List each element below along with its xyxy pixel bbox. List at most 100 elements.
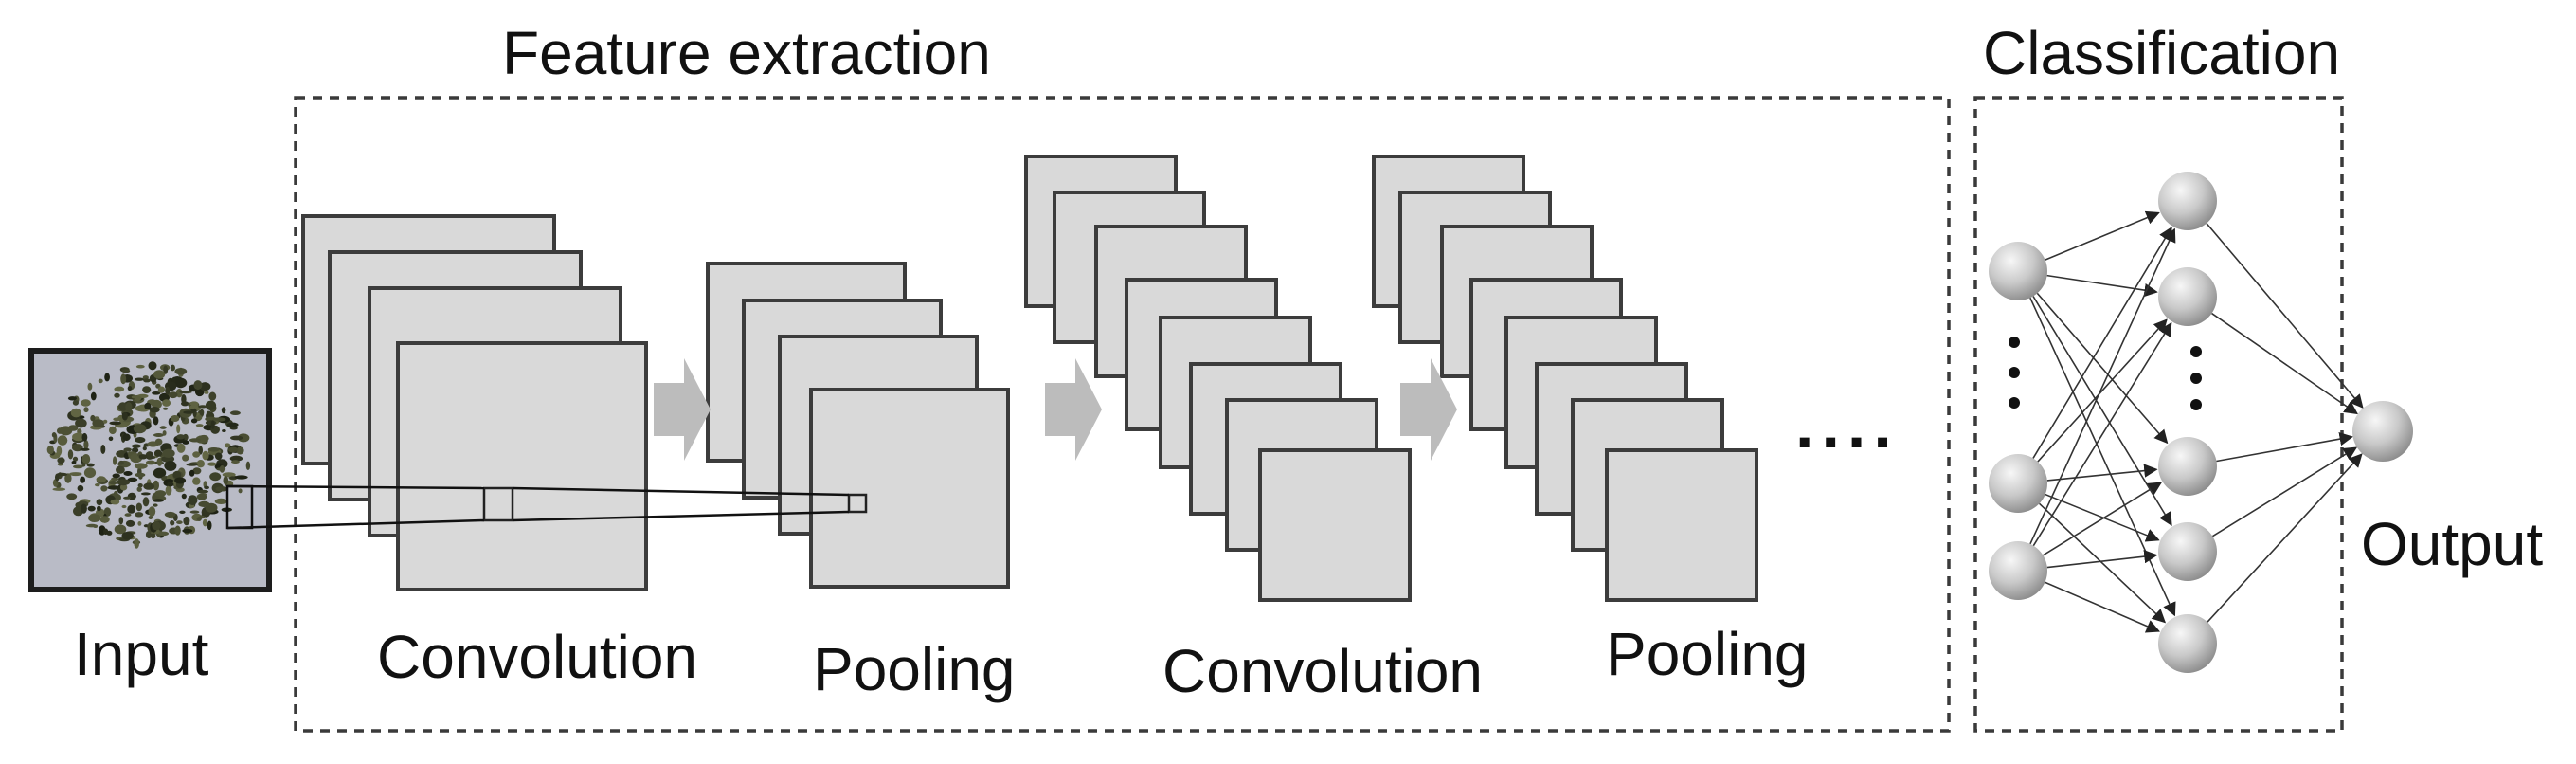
foliage-speck: [174, 477, 187, 484]
foliage-speck: [140, 492, 151, 496]
network-edge: [2032, 321, 2172, 547]
foliage-speck: [245, 461, 251, 470]
foliage-speck: [57, 435, 68, 446]
foliage-speck: [182, 454, 189, 462]
foliage-speck: [135, 512, 144, 518]
foliage-speck: [207, 447, 220, 452]
foliage-speck: [125, 519, 135, 527]
foliage-speck: [193, 380, 203, 391]
feature-extraction-title: Feature extraction: [502, 19, 991, 87]
foliage-speck: [197, 489, 209, 494]
foliage-speck: [134, 538, 139, 549]
foliage-speck: [152, 391, 161, 395]
foliage-speck: [176, 424, 181, 434]
foliage-speck: [158, 531, 170, 537]
foliage-speck: [121, 504, 127, 509]
foliage-speck: [171, 415, 180, 422]
network-edge: [2045, 493, 2160, 542]
classification-network: [1989, 172, 2413, 673]
foliage-speck: [148, 506, 156, 517]
convolution-layer-1: [301, 214, 648, 591]
network-edge: [2046, 464, 2158, 482]
foliage-speck: [113, 456, 117, 465]
foliage-speck: [162, 407, 169, 410]
foliage-speck: [186, 463, 198, 466]
foliage-speck: [87, 382, 93, 391]
foliage-speck: [81, 463, 86, 467]
input-image: [28, 348, 272, 592]
foliage-speck: [236, 446, 244, 455]
neuron: [2352, 401, 2413, 462]
foliage-speck: [208, 391, 217, 401]
pooling-label-1: Pooling: [813, 635, 1016, 703]
foliage-speck: [162, 399, 171, 407]
foliage-speck: [192, 451, 201, 458]
foliage-speck: [164, 461, 177, 471]
network-edge: [2211, 446, 2358, 537]
foliage-speck: [142, 386, 152, 393]
foliage-speck: [192, 477, 201, 485]
foliage-speck: [109, 421, 121, 426]
foliage-speck: [176, 520, 183, 524]
foliage-speck: [97, 505, 101, 512]
foliage-speck: [99, 516, 110, 523]
network-edge: [2042, 482, 2163, 556]
foliage-speck: [210, 420, 215, 429]
foliage-speck: [198, 434, 209, 443]
foliage-speck: [145, 451, 154, 460]
foliage-speck: [52, 487, 66, 491]
foliage-speck: [145, 531, 153, 538]
network-edges: [2029, 210, 2364, 633]
network-edge: [2207, 453, 2363, 623]
foliage-speck: [108, 481, 118, 485]
foliage-speck: [118, 517, 124, 525]
foliage-speck: [153, 416, 159, 426]
network-edge: [2216, 432, 2353, 463]
foliage-speck: [198, 446, 203, 455]
foliage-speck: [138, 454, 148, 460]
foliage-speck: [222, 472, 236, 478]
foliage-speck: [176, 443, 186, 453]
foliage-speck: [196, 460, 205, 468]
network-edge: [2211, 312, 2359, 415]
hidden-neurons: [2158, 172, 2217, 673]
foliage-speck: [209, 472, 222, 482]
foliage-speck: [92, 419, 105, 427]
foliage-speck: [80, 476, 85, 483]
foliage-speck: [229, 410, 241, 416]
foliage-speck: [100, 445, 106, 454]
foliage-speck: [152, 521, 161, 531]
flow-arrow-2: [1045, 358, 1102, 461]
foliage-speck: [183, 516, 190, 526]
foliage-speck: [182, 528, 193, 534]
foliage-speck: [131, 444, 141, 448]
foliage-speck: [73, 464, 83, 469]
foliage-speck: [121, 369, 131, 373]
foliage-speck: [179, 391, 192, 394]
foliage-speck: [143, 378, 151, 383]
foliage-speck: [153, 503, 158, 507]
neuron: [1989, 242, 2047, 300]
foliage-speck: [66, 493, 78, 500]
foliage-texture: [46, 361, 251, 549]
foliage-speck: [164, 511, 176, 518]
foliage-speck: [56, 472, 68, 477]
foliage-speck: [107, 485, 120, 490]
foliage-speck: [124, 513, 132, 517]
foliage-speck: [219, 465, 225, 473]
foliage-speck: [116, 465, 125, 474]
foliage-speck: [46, 445, 54, 455]
foliage-speck: [229, 426, 238, 430]
foliage-speck: [195, 424, 204, 427]
foliage-speck: [127, 386, 133, 391]
foliage-speck: [127, 504, 136, 514]
foliage-speck: [224, 443, 231, 448]
foliage-speck: [176, 434, 186, 440]
foliage-speck: [142, 446, 147, 451]
flow-arrow-3: [1400, 358, 1457, 461]
foliage-speck: [153, 449, 163, 457]
foliage-speck: [142, 497, 150, 507]
foliage-speck: [199, 382, 211, 391]
foliage-speck: [135, 364, 145, 369]
foliage-speck: [121, 531, 134, 540]
